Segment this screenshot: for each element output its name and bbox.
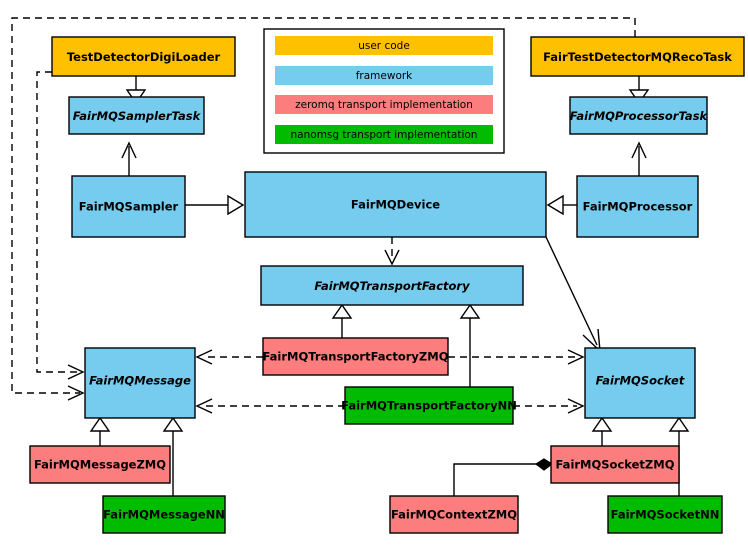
node-label: FairMQTransportFactoryZMQ	[262, 350, 448, 364]
legend-label: framework	[356, 70, 413, 82]
edge-layer	[11, 17, 690, 496]
node-fair-mq-socket-zmq[interactable]: FairMQSocketZMQ	[550, 445, 680, 484]
node-fair-mq-sampler[interactable]: FairMQSampler	[71, 175, 186, 238]
node-fair-mq-device[interactable]: FairMQDevice	[244, 171, 547, 238]
node-box[interactable]	[576, 175, 699, 238]
node-box[interactable]	[244, 171, 547, 238]
edge-device-to-socket	[545, 236, 601, 353]
node-box[interactable]	[84, 347, 196, 419]
legend: user code framework zeromq transport imp…	[263, 28, 505, 154]
node-box[interactable]	[550, 445, 680, 484]
legend-item-zeromq: zeromq transport implementation	[275, 95, 493, 114]
legend-swatch	[275, 66, 493, 85]
legend-item-nanomsg: nanomsg transport implementation	[275, 125, 493, 144]
edge-device-to-transportfactory	[384, 237, 400, 266]
legend-swatch	[275, 95, 493, 114]
node-label: FairTestDetectorMQRecoTask	[543, 50, 732, 64]
edge-sampler-to-device	[185, 194, 245, 216]
legend-label: user code	[358, 40, 410, 52]
node-label: FairMQMessageNN	[103, 508, 225, 522]
node-label: FairMQSocket	[596, 374, 685, 388]
edge-sampler-to-samplertask	[121, 141, 137, 176]
node-label: FairMQTransportFactoryNN	[341, 399, 517, 413]
edge-contextzmq-to-socketzmq	[453, 458, 554, 496]
node-test-detector-digi-loader[interactable]: TestDetectorDigiLoader	[51, 36, 236, 77]
edge-factorynn-to-message	[195, 398, 345, 414]
node-label: FairMQDevice	[351, 198, 440, 212]
edge-digiloader-to-message	[36, 71, 85, 380]
legend-item-user-code: user code	[275, 36, 493, 55]
node-fair-mq-message-zmq[interactable]: FairMQMessageZMQ	[29, 445, 171, 484]
node-label: FairMQSocketNN	[611, 508, 720, 522]
node-label: FairMQContextZMQ	[391, 508, 517, 522]
node-box[interactable]	[29, 445, 171, 484]
node-fair-mq-context-zmq[interactable]: FairMQContextZMQ	[389, 495, 519, 534]
edge-factorynn-to-transportfactory	[459, 303, 481, 387]
node-label: FairMQMessage	[89, 374, 191, 388]
edge-messagezmq-to-message	[89, 416, 111, 446]
node-box[interactable]	[102, 495, 226, 534]
node-label: FairMQMessageZMQ	[34, 458, 166, 472]
node-box[interactable]	[530, 36, 745, 77]
node-layer: TestDetectorDigiLoader FairMQSamplerTask…	[29, 36, 745, 534]
legend-label: nanomsg transport implementation	[291, 129, 478, 141]
node-box[interactable]	[262, 337, 449, 376]
node-fair-mq-transport-factory[interactable]: FairMQTransportFactory	[260, 265, 524, 306]
edge-processor-to-processortask	[631, 141, 647, 176]
node-box[interactable]	[607, 495, 723, 534]
legend-swatch	[275, 36, 493, 55]
node-box[interactable]	[68, 96, 205, 135]
node-label: FairMQSamplerTask	[73, 109, 202, 123]
edge-messagenn-to-message	[162, 416, 184, 496]
legend-swatch	[275, 125, 493, 144]
node-fair-mq-transport-factory-nn[interactable]: FairMQTransportFactoryNN	[341, 386, 517, 425]
edge-factorynn-to-socket	[513, 398, 585, 414]
node-label: FairMQProcessorTask	[570, 109, 709, 123]
node-fair-mq-processor[interactable]: FairMQProcessor	[576, 175, 699, 238]
edge-factoryzmq-to-message	[195, 349, 263, 365]
node-box[interactable]	[389, 495, 519, 534]
legend-item-framework: framework	[275, 66, 493, 85]
node-fair-mq-message[interactable]: FairMQMessage	[84, 347, 196, 419]
node-label: FairMQSocketZMQ	[556, 458, 675, 472]
node-label: FairMQProcessor	[583, 200, 693, 214]
node-box[interactable]	[344, 386, 514, 425]
node-fair-mq-sampler-task[interactable]: FairMQSamplerTask	[68, 96, 205, 135]
node-label: FairMQTransportFactory	[314, 279, 470, 293]
edge-socketzmq-to-socket	[591, 416, 613, 446]
node-fair-mq-socket-nn[interactable]: FairMQSocketNN	[607, 495, 723, 534]
edge-factoryzmq-to-socket	[448, 349, 585, 365]
node-box[interactable]	[569, 96, 708, 135]
node-label: FairMQSampler	[79, 200, 179, 214]
node-box[interactable]	[71, 175, 186, 238]
node-box[interactable]	[51, 36, 236, 77]
node-fair-mq-socket[interactable]: FairMQSocket	[584, 347, 696, 419]
edge-recotask-to-message	[11, 17, 636, 401]
node-fair-mq-transport-factory-zmq[interactable]: FairMQTransportFactoryZMQ	[262, 337, 449, 376]
node-box[interactable]	[260, 265, 524, 306]
edge-factoryzmq-to-transportfactory	[331, 303, 353, 338]
node-fair-mq-message-nn[interactable]: FairMQMessageNN	[102, 495, 226, 534]
legend-label: zeromq transport implementation	[295, 99, 473, 111]
edge-processor-to-device	[546, 194, 577, 216]
node-fair-test-detector-mq-reco-task[interactable]: FairTestDetectorMQRecoTask	[530, 36, 745, 77]
node-fair-mq-processor-task[interactable]: FairMQProcessorTask	[569, 96, 709, 135]
node-label: TestDetectorDigiLoader	[67, 50, 221, 64]
node-box[interactable]	[584, 347, 696, 419]
